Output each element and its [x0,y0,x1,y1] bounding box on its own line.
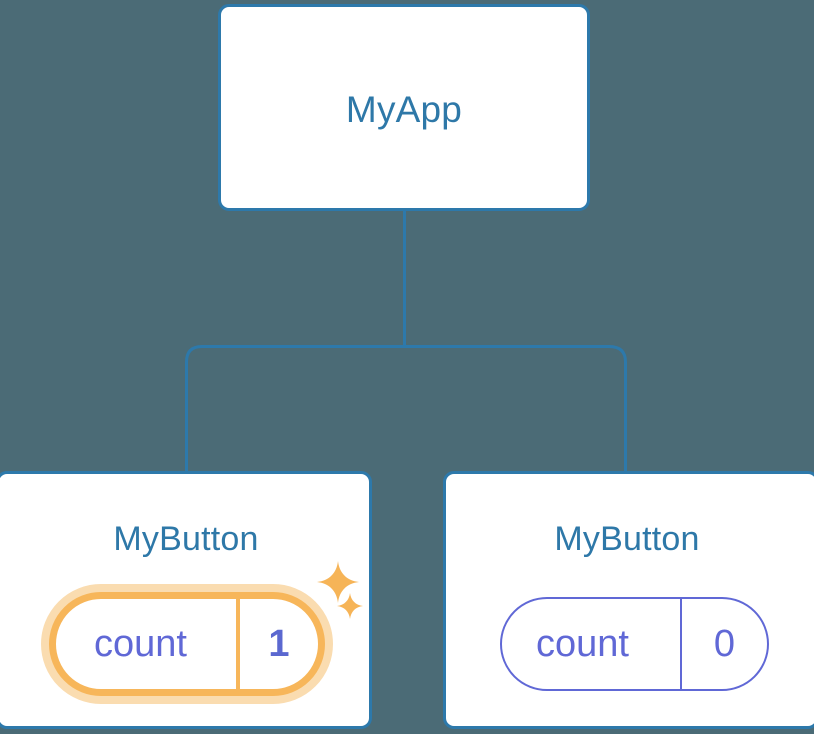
state-pill-glow [41,584,333,704]
state-value-label-left: 1 [236,599,318,689]
state-value-label-right: 0 [680,599,767,689]
state-pill-count-left[interactable]: count 1 [49,592,325,696]
node-title-mybutton-right: MyButton [554,520,700,558]
node-title-mybutton-left: MyButton [113,520,259,558]
sparkle-large-icon [316,560,360,604]
state-key-label-right: count [536,622,629,665]
node-title-myapp: MyApp [345,89,463,130]
state-pill-wrapper-left: count 1 [41,584,333,704]
connector-branch [185,345,627,471]
node-card-mybutton-right[interactable]: MyButton count 0 [443,471,814,729]
node-card-myapp[interactable]: MyApp [218,4,590,211]
state-key-label-left: count [94,622,187,665]
sparkle-small-icon [336,592,364,620]
state-pill-count-right[interactable]: count 0 [500,597,769,691]
node-card-mybutton-left[interactable]: MyButton count 1 [0,471,372,729]
